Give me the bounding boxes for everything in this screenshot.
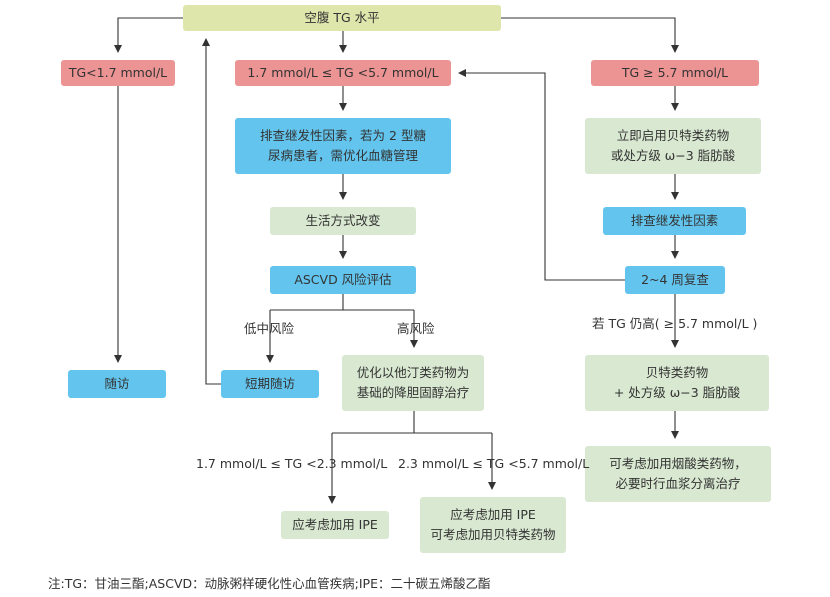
label-low-mid-risk: 低中风险 bbox=[244, 321, 295, 336]
label-high-risk: 高风险 bbox=[397, 321, 435, 336]
edge-short-followup-back bbox=[202, 38, 221, 385]
node-followup: 随访 bbox=[68, 370, 166, 398]
edge-recheck-back bbox=[458, 69, 625, 281]
node-niacin-plasma: 可考虑加用烟酸类药物， 必要时行血浆分离治疗 bbox=[585, 446, 771, 502]
edge-top-to-low bbox=[114, 17, 183, 53]
edge-ascvd-split bbox=[270, 294, 414, 311]
node-ascvd-assessment: ASCVD 风险评估 bbox=[270, 266, 416, 294]
node-screen-secondary: 排查继发性因素 bbox=[603, 207, 746, 235]
node-tg-mid: 1.7 mmol/L ≤ TG <5.7 mmol/L bbox=[235, 60, 451, 86]
node-recheck: 2~4 周复查 bbox=[625, 266, 725, 294]
node-consider-ipe: 应考虑加用 IPE bbox=[281, 511, 389, 539]
node-fasting-tg: 空腹 TG 水平 bbox=[183, 5, 501, 31]
node-tg-low: TG<1.7 mmol/L bbox=[61, 60, 175, 86]
label-tg-still-high: 若 TG 仍高( ≥ 5.7 mmol/L ) bbox=[592, 316, 758, 331]
node-ipe-fibrate: 应考虑加用 IPE 可考虑加用贝特类药物 bbox=[420, 497, 566, 553]
node-statin-therapy: 优化以他汀类药物为 基础的降胆固醇治疗 bbox=[342, 355, 484, 411]
node-tg-high: TG ≥ 5.7 mmol/L bbox=[591, 60, 759, 86]
edge-top-to-high bbox=[501, 17, 679, 53]
node-start-fibrate: 立即启用贝特类药物 或处方级 ω−3 脂肪酸 bbox=[585, 118, 761, 174]
node-short-followup: 短期随访 bbox=[221, 370, 319, 398]
node-fibrate-omega3: 贝特类药物 + 处方级 ω−3 脂肪酸 bbox=[585, 355, 769, 411]
label-range-high: 2.3 mmol/L ≤ TG <5.7 mmol/L bbox=[398, 456, 590, 471]
edge-statin-split bbox=[332, 411, 492, 434]
footnote: 注:TG：甘油三酯;ASCVD：动脉粥样硬化性心血管疾病;IPE：二十碳五烯酸乙… bbox=[48, 576, 491, 591]
node-screen-secondary-diabetes: 排查继发性因素，若为 2 型糖 尿病患者，需优化血糖管理 bbox=[235, 118, 451, 174]
node-lifestyle: 生活方式改变 bbox=[270, 207, 416, 235]
label-range-low: 1.7 mmol/L ≤ TG <2.3 mmol/L bbox=[196, 456, 388, 471]
